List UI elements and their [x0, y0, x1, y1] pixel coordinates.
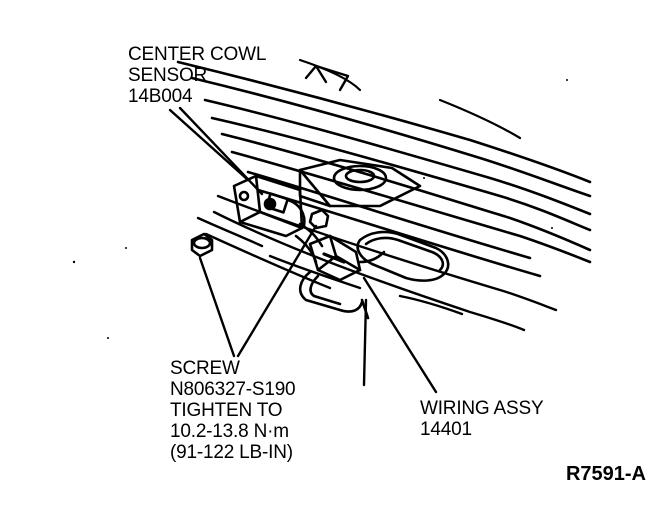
- center-cowl-sensor-label: CENTER COWL SENSOR 14B004: [128, 44, 266, 107]
- label-line: N806327-S190: [170, 379, 296, 400]
- label-line: 14401: [420, 419, 472, 440]
- label-line: (91-122 LB-IN): [170, 442, 293, 463]
- label-line: 14B004: [128, 86, 193, 107]
- label-line: 10.2-13.8 N·m: [170, 421, 289, 442]
- vent-tab: [304, 64, 350, 92]
- label-line: SCREW: [170, 358, 240, 379]
- screw-label: SCREW N806327-S190 TIGHTEN TO 10.2-13.8 …: [170, 358, 296, 463]
- screw-shapes: [190, 208, 330, 258]
- label-line: SENSOR: [128, 65, 208, 86]
- sensor-body: [232, 174, 386, 282]
- wiring-assy-label: WIRING ASSY 14401: [420, 398, 544, 440]
- access-opening: [356, 230, 450, 282]
- figure-id: R7591-A: [565, 463, 646, 485]
- cowl-panel-lines: [176, 58, 592, 278]
- leader-lines: [168, 106, 438, 394]
- label-line: CENTER COWL: [128, 44, 267, 65]
- speckle-dots: [72, 79, 568, 339]
- label-line: WIRING ASSY: [420, 398, 544, 419]
- label-line: TIGHTEN TO: [170, 400, 283, 421]
